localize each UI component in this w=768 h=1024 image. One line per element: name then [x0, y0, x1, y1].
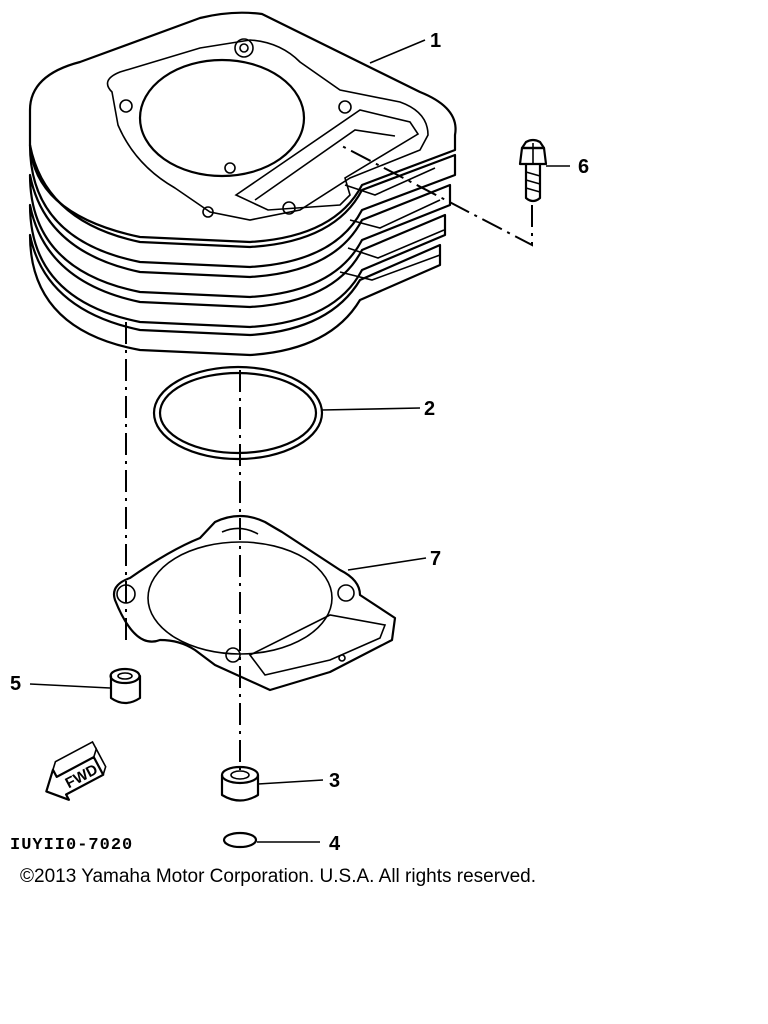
- callout-3: 3: [329, 770, 340, 792]
- fwd-label: FWD: [63, 761, 101, 792]
- bolt-centerline: [339, 144, 533, 247]
- fwd-arrow-icon: FWD: [45, 740, 107, 801]
- diagram-part-code: IUYII0-7020: [10, 836, 133, 855]
- dowel-pin-part-3: [220, 765, 260, 802]
- dowel-pin-part-5: [109, 667, 142, 705]
- callout-4: 4: [329, 833, 341, 855]
- bolt-part-6: [518, 138, 548, 203]
- callout-7: 7: [430, 548, 441, 570]
- copyright-notice: ©2013 Yamaha Motor Corporation. U.S.A. A…: [20, 866, 536, 887]
- small-o-ring-part-4: [222, 831, 258, 849]
- callout-5: 5: [10, 673, 21, 695]
- callout-1: 1: [430, 30, 441, 52]
- callout-6: 6: [578, 156, 589, 178]
- base-gasket-part-7: [112, 514, 397, 692]
- leader-lines: [29, 39, 570, 843]
- exploded-parts-diagram: 1 2 3 4 5 6 7 FWD IUYII0-7020: [10, 11, 589, 855]
- o-ring-part-2: [152, 365, 324, 461]
- cylinder-part-1: [28, 11, 457, 357]
- callout-2: 2: [424, 398, 435, 420]
